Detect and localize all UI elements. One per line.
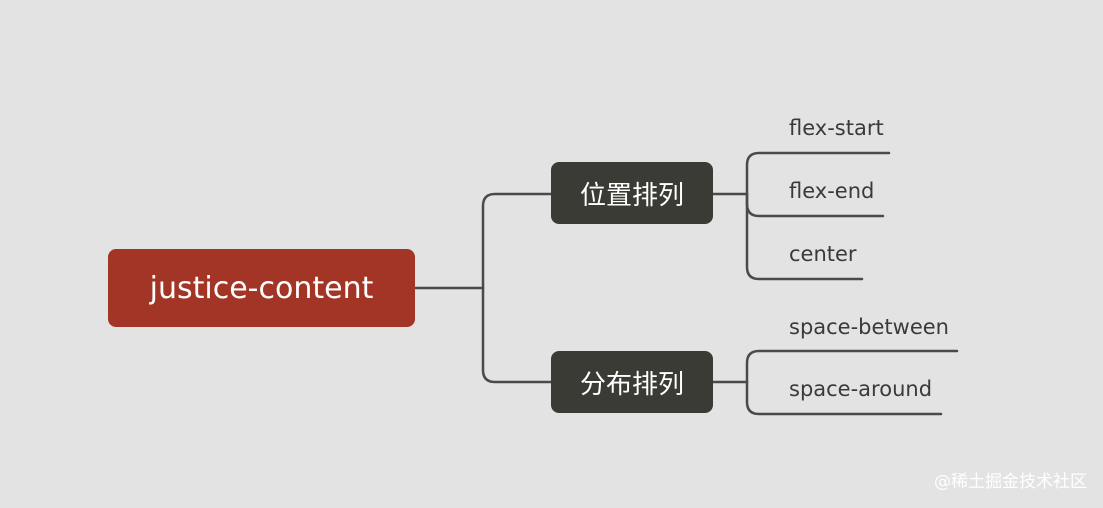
branch-node-distribution-arrangement[interactable]: 分布排列: [551, 351, 713, 413]
root-node-label: justice-content: [149, 270, 374, 306]
watermark-text: @稀土掘金技术社区: [934, 472, 1087, 492]
leaf-space-between[interactable]: space-between: [789, 315, 949, 339]
branch-node-label: 分布排列: [579, 369, 684, 400]
branch-node-label: 位置排列: [579, 180, 684, 211]
branch-a-connector: [481, 192, 553, 290]
leaf-underline-space-around: [745, 380, 943, 416]
leaf-underline-center: [745, 192, 864, 281]
leaf-center[interactable]: center: [789, 242, 857, 266]
leaf-underline-space-between: [745, 349, 959, 384]
root-node-justice-content[interactable]: justice-content: [108, 249, 415, 327]
leaf-flex-start[interactable]: flex-start: [789, 116, 884, 140]
leaf-flex-end[interactable]: flex-end: [789, 179, 875, 203]
leaf-space-around[interactable]: space-around: [789, 377, 933, 401]
leaf-underline-flex-start: [745, 151, 891, 196]
branch-b-connector: [481, 286, 553, 384]
branch-node-position-arrangement[interactable]: 位置排列: [551, 162, 713, 224]
